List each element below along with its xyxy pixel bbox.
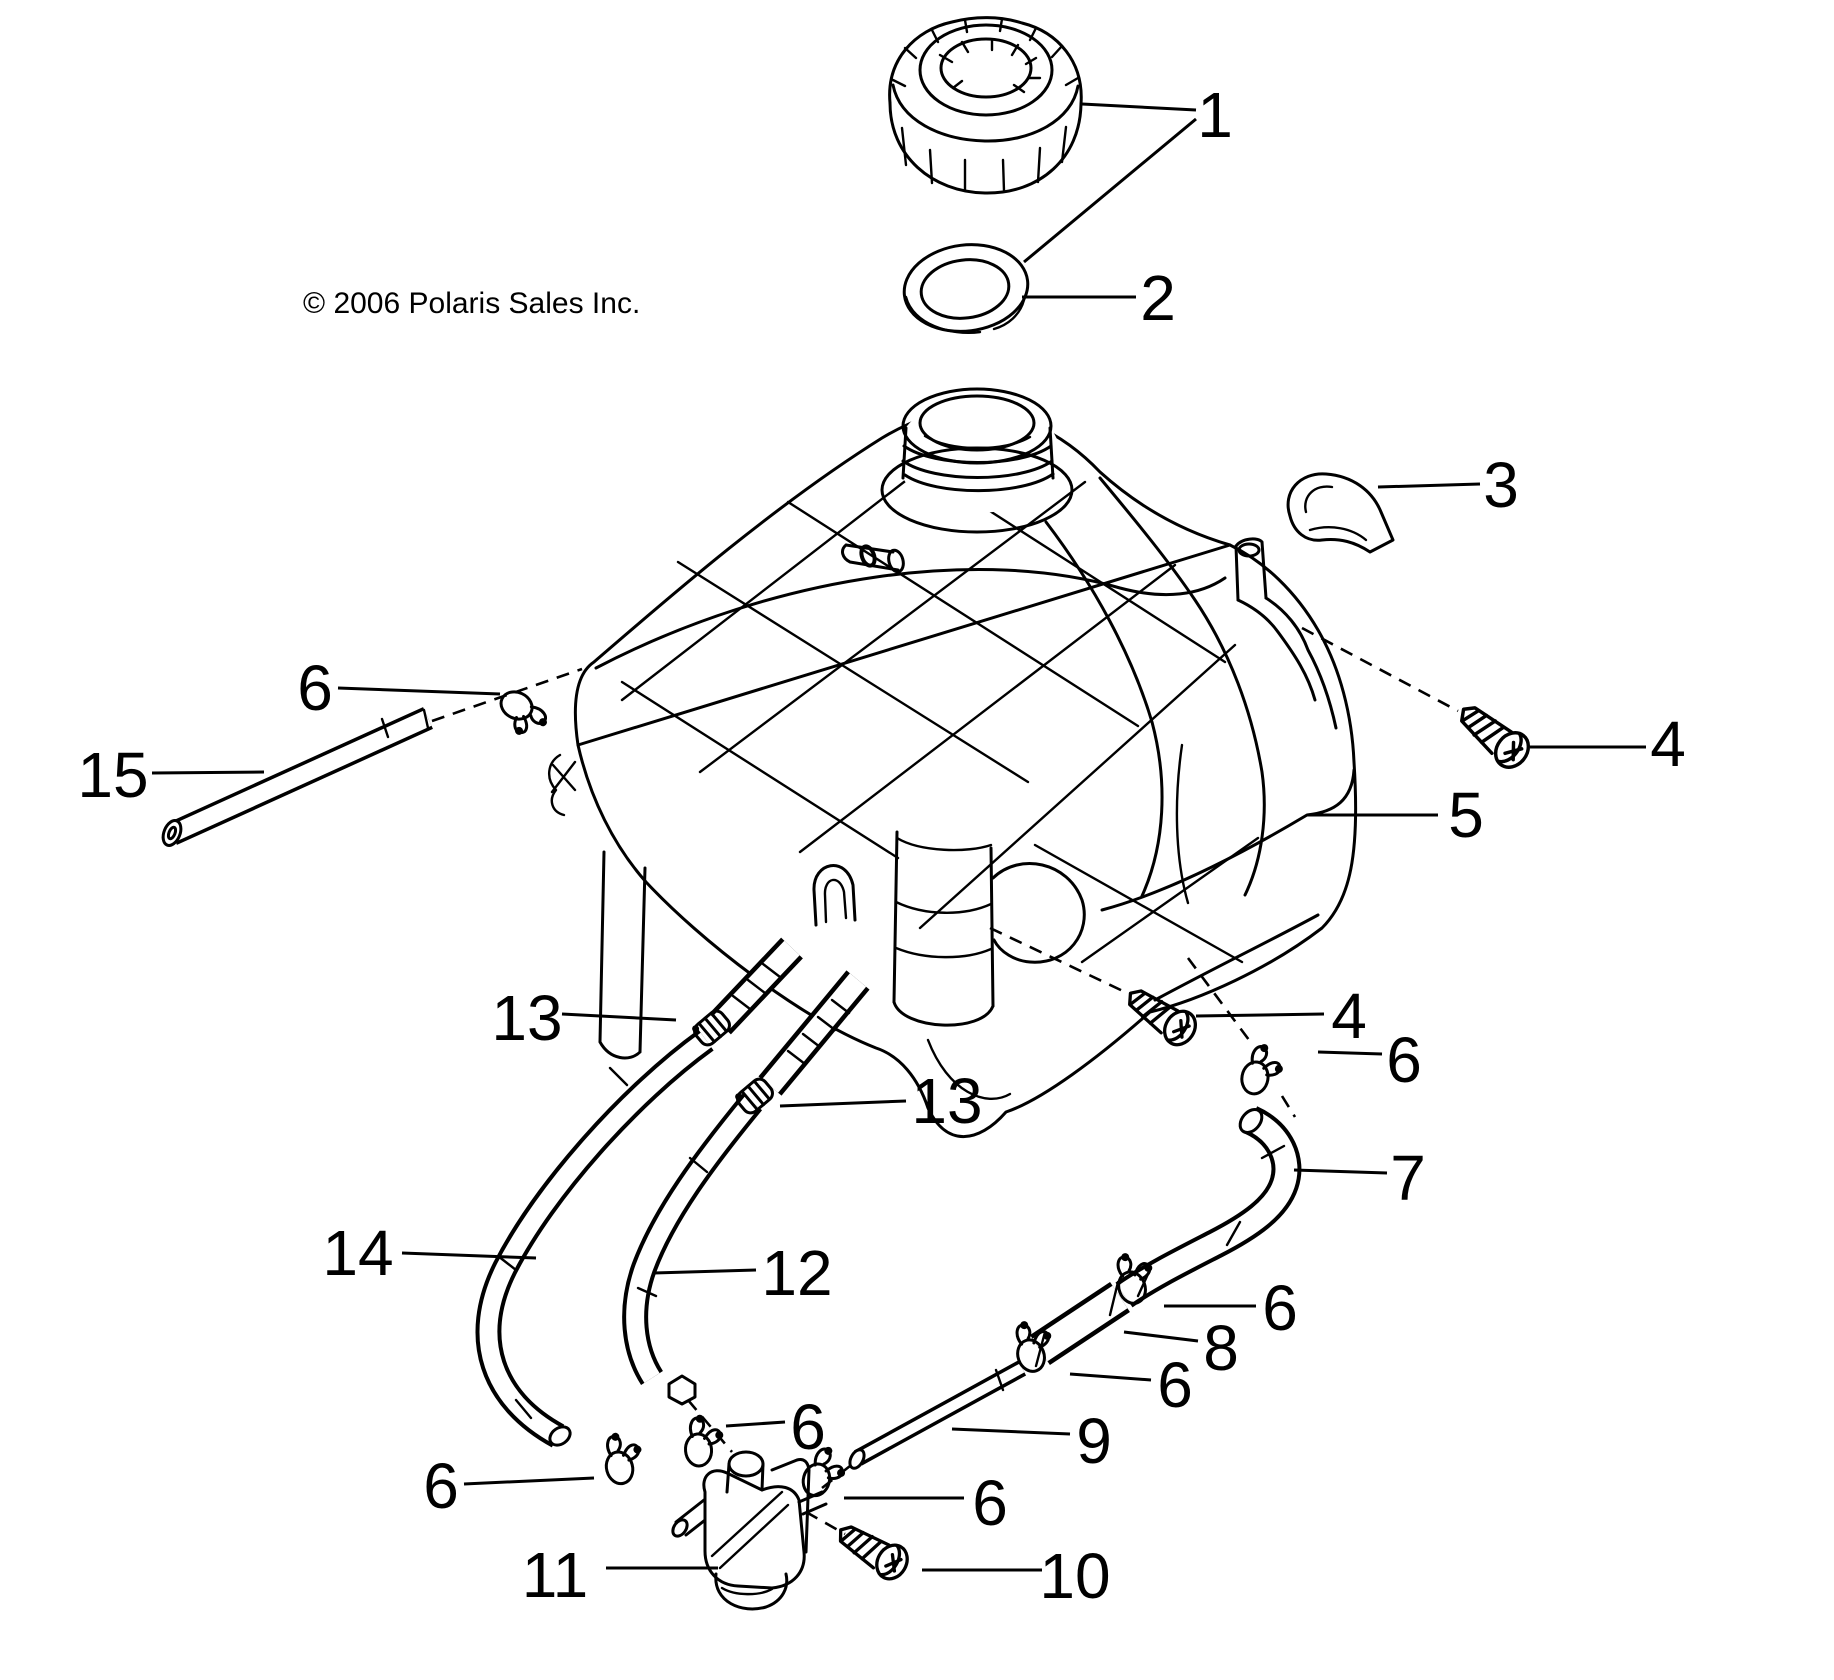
callout-4-upper: 4 xyxy=(1650,708,1686,780)
callout-9: 9 xyxy=(1076,1405,1112,1477)
callout-5: 5 xyxy=(1448,779,1484,851)
saddle-pad-drawing xyxy=(1286,472,1395,554)
leader-3 xyxy=(1377,482,1481,489)
fuel-cap-drawing xyxy=(888,16,1083,195)
callout-2: 2 xyxy=(1140,262,1176,334)
fuel-tank-drawing xyxy=(548,408,1358,1138)
leader-6e xyxy=(725,1420,786,1428)
callout-1: 1 xyxy=(1197,79,1233,151)
leader-6g xyxy=(463,1476,595,1486)
leader-6a xyxy=(337,686,501,696)
projection-valve-outlet xyxy=(821,1464,851,1490)
callout-6-return-mid: 6 xyxy=(1262,1272,1298,1344)
fuel-hose-middle-drawing xyxy=(622,1093,763,1406)
callout-6-vent: 6 xyxy=(297,652,333,724)
callout-6-valve-outlet: 6 xyxy=(972,1467,1008,1539)
callout-6-return-top: 6 xyxy=(1386,1024,1422,1096)
callout-6-connector: 6 xyxy=(1157,1349,1193,1421)
projection-valve-inlet xyxy=(687,1399,733,1453)
projection-lines xyxy=(431,626,1459,1536)
callout-6-hose-left: 6 xyxy=(423,1450,459,1522)
cap-gasket-drawing xyxy=(902,243,1030,334)
callout-13-left: 13 xyxy=(491,982,562,1054)
leader-13a xyxy=(561,1012,677,1022)
projection-screw-lower xyxy=(989,926,1126,994)
leader-lines xyxy=(151,102,1646,1572)
leader-6d xyxy=(1069,1372,1152,1382)
callout-15: 15 xyxy=(77,739,148,811)
callout-10: 10 xyxy=(1039,1540,1110,1612)
callout-11: 11 xyxy=(522,1539,588,1611)
callout-3: 3 xyxy=(1483,449,1519,521)
leader-12 xyxy=(653,1268,757,1275)
projection-valve-screw xyxy=(805,1510,846,1536)
leader-7 xyxy=(1293,1168,1388,1175)
leader-8 xyxy=(1123,1330,1199,1343)
tank-mount-tab xyxy=(1234,537,1338,730)
vent-nipple xyxy=(841,543,905,574)
leader-13b xyxy=(779,1099,907,1108)
copyright-text: © 2006 Polaris Sales Inc. xyxy=(303,287,640,320)
leader-1b xyxy=(1023,117,1197,264)
projection-screw-upper xyxy=(1301,626,1459,713)
vent-tube-drawing xyxy=(161,707,433,847)
callout-labels: 1 2 3 4 5 6 15 13 13 12 14 4 6 7 6 8 6 9… xyxy=(77,79,1685,1612)
callout-4-lower: 4 xyxy=(1331,980,1367,1052)
tank-sump xyxy=(892,830,1086,1100)
projection-vent-tube xyxy=(431,667,583,723)
outlet-tube-drawing xyxy=(848,1360,1027,1470)
callout-8: 8 xyxy=(1203,1312,1239,1384)
projection-return-clamp xyxy=(1186,957,1254,1045)
callout-13-right: 13 xyxy=(911,1065,982,1137)
leader-1a xyxy=(1081,102,1197,112)
callout-7: 7 xyxy=(1390,1142,1426,1214)
leader-9 xyxy=(951,1427,1071,1436)
fuel-hose-left-drawing xyxy=(475,1029,714,1448)
leader-4b xyxy=(1195,1012,1325,1018)
tank-outlet-stubs xyxy=(709,937,870,1096)
callout-6-valve-inlet: 6 xyxy=(790,1391,826,1463)
callout-12: 12 xyxy=(761,1237,832,1309)
leader-14 xyxy=(401,1251,537,1260)
leader-15 xyxy=(151,770,265,775)
tank-left-boss xyxy=(548,753,577,817)
filler-neck-drawing xyxy=(841,387,1074,574)
projection-return-hose xyxy=(1280,1095,1297,1118)
hose-connector-drawing xyxy=(1030,1280,1130,1368)
tank-outline xyxy=(573,408,1232,747)
leader-6b xyxy=(1317,1050,1383,1056)
fuel-valve-drawing xyxy=(671,1450,828,1611)
callout-14: 14 xyxy=(322,1217,393,1289)
